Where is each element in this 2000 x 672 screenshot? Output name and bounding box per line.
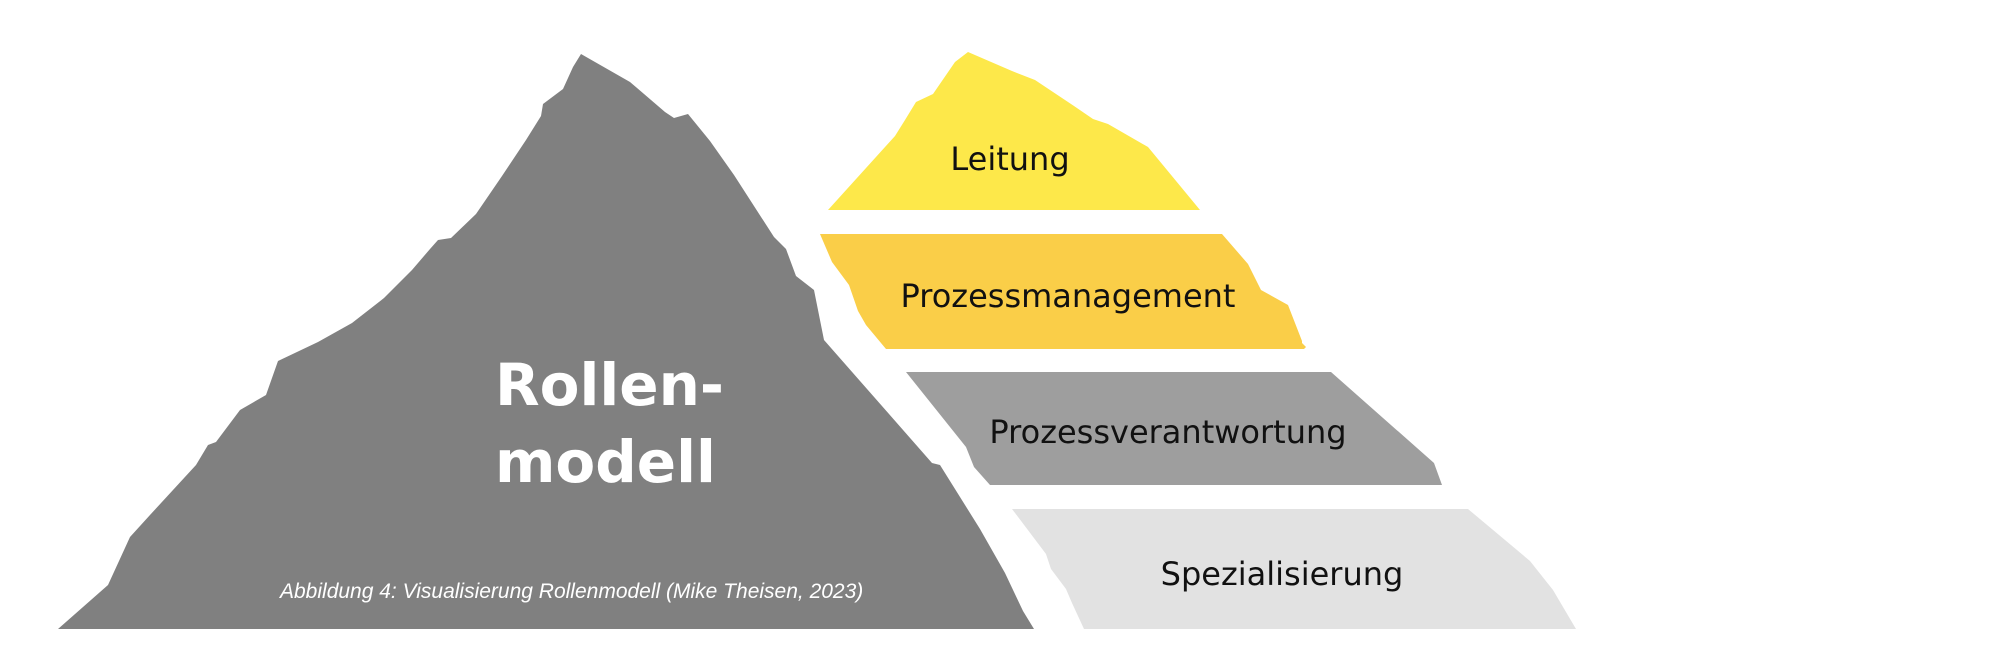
mountain-caption: Abbildung 4: Visualisierung Rollenmodell… bbox=[278, 580, 863, 603]
layer-prozessverantwortung: Prozessverantwortung bbox=[906, 372, 1442, 485]
layer-leitung: Leitung bbox=[828, 52, 1200, 210]
layer-prozessmanagement-shape bbox=[820, 234, 1306, 349]
layer-leitung-label: Leitung bbox=[950, 140, 1069, 178]
layer-prozessmanagement: Prozessmanagement bbox=[820, 234, 1306, 349]
layer-spezialisierung-shape bbox=[1012, 509, 1576, 629]
mountain-title-line-2: modell bbox=[495, 428, 716, 496]
layer-spezialisierung-label: Spezialisierung bbox=[1161, 555, 1404, 593]
mountain: Rollen- modell Abbildung 4: Visualisieru… bbox=[58, 54, 1034, 629]
layer-prozessmanagement-label: Prozessmanagement bbox=[901, 277, 1236, 315]
mountain-title-line-1: Rollen- bbox=[495, 351, 724, 419]
layer-spezialisierung: Spezialisierung bbox=[1012, 509, 1576, 629]
layer-prozessverantwortung-shape bbox=[906, 372, 1442, 485]
layer-prozessverantwortung-label: Prozessverantwortung bbox=[989, 413, 1346, 451]
layer-leitung-shape bbox=[828, 52, 1200, 210]
mountain-shape bbox=[58, 54, 1034, 629]
